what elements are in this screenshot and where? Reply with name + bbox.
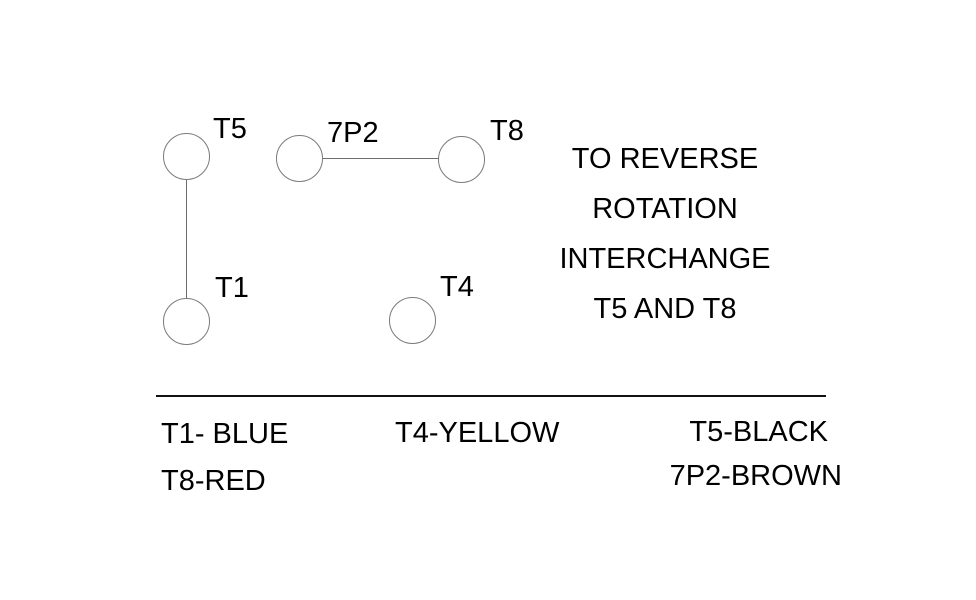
legend-t4-yellow: T4-YELLOW: [395, 417, 560, 449]
terminal-circle-t8: [438, 136, 485, 183]
legend-t5-black: T5-BLACK: [689, 416, 828, 448]
terminal-label-7p2: 7P2: [327, 117, 379, 149]
legend-7p2-brown: 7P2-BROWN: [669, 460, 842, 492]
terminal-label-t4: T4: [440, 271, 474, 303]
terminal-label-t8: T8: [490, 115, 524, 147]
legend-t8-red: T8-RED: [161, 465, 266, 497]
wire-t5-t1: [186, 180, 187, 298]
terminal-circle-7p2: [276, 135, 323, 182]
note-line-4: T5 AND T8: [593, 293, 737, 325]
note-line-3: INTERCHANGE: [559, 243, 771, 275]
wire-7p2-t8: [322, 158, 440, 159]
terminal-circle-t5: [163, 133, 210, 180]
terminal-circle-t1: [163, 298, 210, 345]
terminal-circle-t4: [389, 297, 436, 344]
legend-t1-blue: T1- BLUE: [161, 418, 289, 450]
terminal-label-t5: T5: [213, 113, 247, 145]
legend-divider: [156, 395, 826, 397]
note-line-2: ROTATION: [592, 193, 738, 225]
reverse-rotation-note: TO REVERSE ROTATION INTERCHANGE T5 AND T…: [515, 134, 815, 334]
terminal-label-t1: T1: [215, 272, 249, 304]
note-line-1: TO REVERSE: [571, 143, 759, 175]
